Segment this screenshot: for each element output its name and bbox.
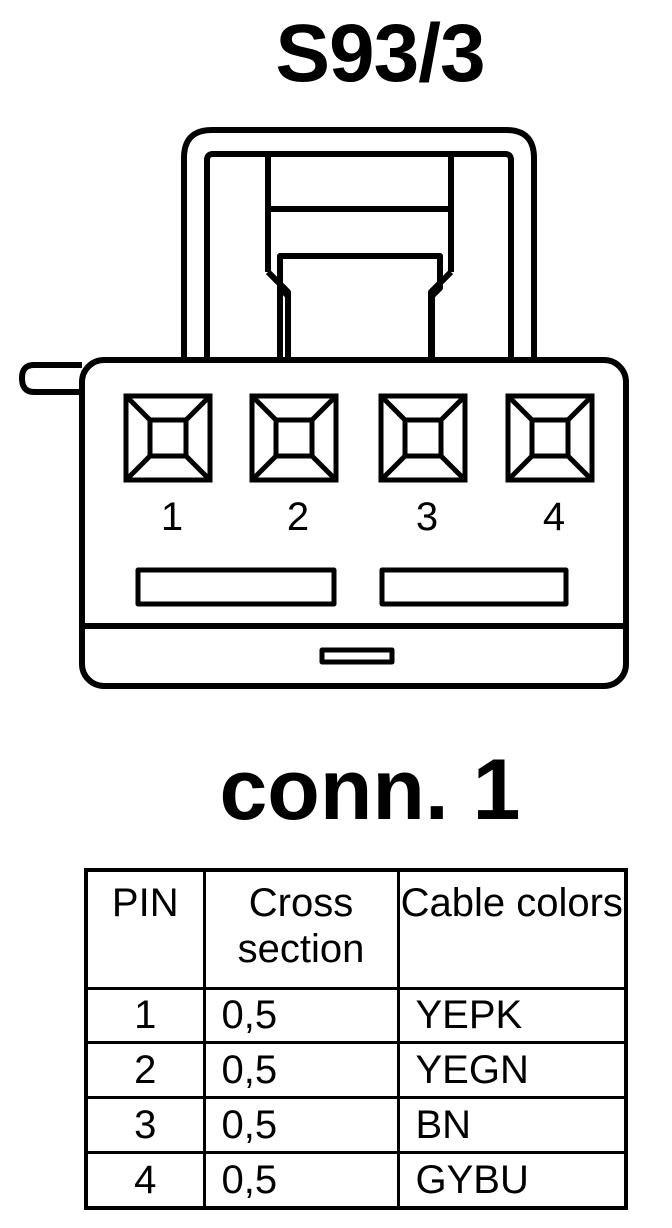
connector-body — [79, 357, 629, 689]
connector-title: S93/3 — [275, 8, 485, 99]
cell-pin: 3 — [84, 1096, 206, 1155]
cell-cable-color: GYBU — [396, 1151, 628, 1210]
pin-table: PIN Cross section Cable colors 1 0,5 YEP… — [84, 868, 628, 1210]
pin-cavity — [378, 393, 468, 483]
header-cross-section: Cross section — [202, 868, 400, 990]
cell-cable-color: YEPK — [396, 986, 628, 1045]
cell-cross-section: 0,5 — [202, 986, 400, 1045]
pin-number-label: 3 — [416, 495, 438, 539]
lock-slot — [319, 647, 395, 665]
pin-cavity — [505, 393, 595, 483]
pin-cavity — [249, 393, 339, 483]
cell-pin: 4 — [84, 1151, 206, 1210]
table-row: 3 0,5 BN — [84, 1096, 628, 1155]
cell-pin: 2 — [84, 1041, 206, 1100]
cell-cross-section: 0,5 — [202, 1151, 400, 1210]
latch-tab — [265, 269, 454, 362]
connector-label: conn. 1 — [219, 742, 521, 838]
cell-cable-color: YEGN — [396, 1041, 628, 1100]
table-row: 4 0,5 GYBU — [84, 1151, 628, 1210]
slot-left — [135, 567, 337, 607]
pin-number-label: 4 — [543, 495, 565, 539]
table-header-row: PIN Cross section Cable colors — [84, 868, 628, 990]
side-tab — [19, 362, 82, 395]
cell-cable-color: BN — [396, 1096, 628, 1155]
connector-drawing: 1 2 3 4 — [19, 127, 629, 689]
header-cable-colors: Cable colors — [396, 868, 628, 990]
cell-pin: 1 — [84, 986, 206, 1045]
slot-right — [379, 567, 569, 607]
pin-number-label: 2 — [287, 495, 309, 539]
latch-outer — [181, 127, 537, 362]
latch-key — [277, 253, 443, 360]
cell-cross-section: 0,5 — [202, 1096, 400, 1155]
table-row: 1 0,5 YEPK — [84, 986, 628, 1045]
cell-cross-section: 0,5 — [202, 1041, 400, 1100]
pin-cavity — [123, 393, 213, 483]
latch-inner — [204, 151, 514, 362]
header-pin: PIN — [84, 868, 206, 990]
pin-number-label: 1 — [161, 495, 183, 539]
table-row: 2 0,5 YEGN — [84, 1041, 628, 1100]
